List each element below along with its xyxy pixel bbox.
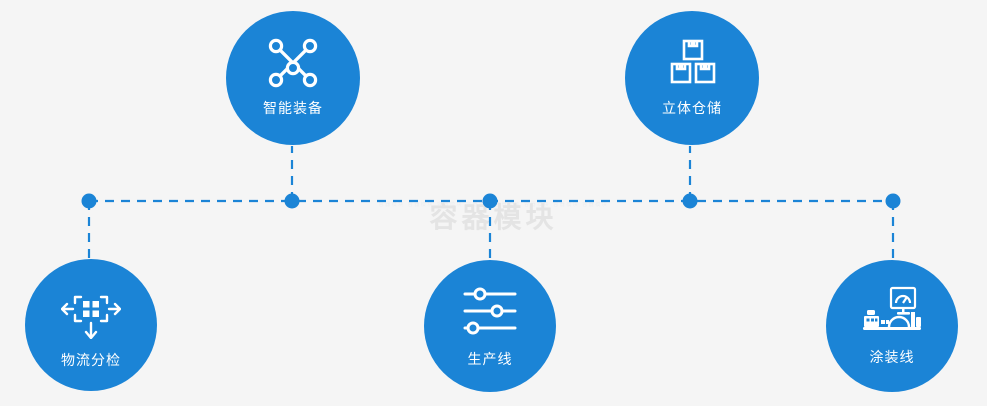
node-smart-equipment[interactable]: 智能装备 <box>226 11 360 145</box>
node-production-line[interactable]: 生产线 <box>424 260 556 392</box>
sliders-icon <box>461 286 519 338</box>
watermark-text: 容器模块 <box>429 201 558 234</box>
node-label: 生产线 <box>467 352 513 368</box>
network-nodes-icon <box>265 37 321 89</box>
node-label: 智能装备 <box>263 101 323 117</box>
node-logistics-sorting[interactable]: 物流分检 <box>25 259 157 391</box>
factory-line-icon <box>861 286 923 336</box>
node-stereo-warehouse[interactable]: 立体仓储 <box>625 11 759 145</box>
node-label: 涂装线 <box>869 350 915 366</box>
sorting-arrows-icon <box>60 285 122 340</box>
node-label: 物流分检 <box>61 353 121 369</box>
stacked-boxes-icon <box>664 37 720 89</box>
node-label: 立体仓储 <box>662 101 722 117</box>
node-coating-line[interactable]: 涂装线 <box>826 260 958 392</box>
